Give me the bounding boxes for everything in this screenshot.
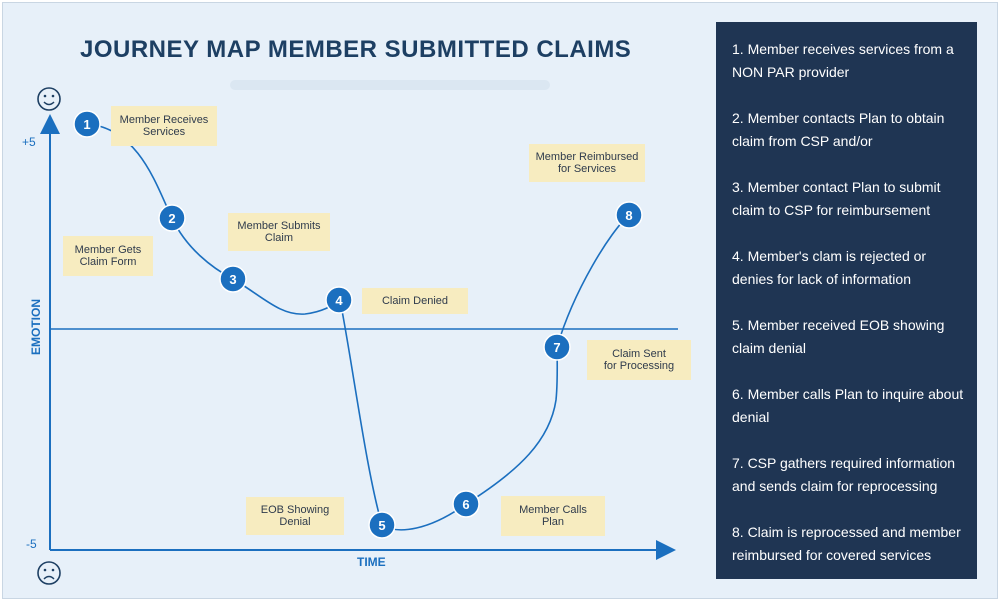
callout-member-receives-services: Member Receives Services bbox=[111, 106, 217, 146]
node-number: 7 bbox=[553, 340, 560, 355]
page-title: JOURNEY MAP MEMBER SUBMITTED CLAIMS bbox=[80, 36, 632, 63]
x-axis-title: TIME bbox=[357, 555, 386, 569]
callout-member-calls-plan: Member Calls Plan bbox=[501, 496, 605, 536]
y-min-label: -5 bbox=[26, 537, 37, 551]
step-5: 5. Member received EOB showing claim den… bbox=[732, 317, 945, 356]
node-number: 2 bbox=[168, 211, 175, 226]
step-7: 7. CSP gathers required information and … bbox=[732, 455, 956, 494]
callout-member-submits-claim: Member Submits Claim bbox=[228, 213, 330, 251]
y-max-label: +5 bbox=[22, 135, 36, 149]
node-number: 1 bbox=[83, 117, 90, 132]
node-number: 4 bbox=[335, 293, 343, 308]
blurred-subtitle-decoration bbox=[230, 80, 550, 90]
steps-panel: 1. Member receives services from a NON P… bbox=[716, 22, 977, 579]
node-number: 8 bbox=[625, 208, 632, 223]
node-number: 6 bbox=[462, 497, 469, 512]
journey-node-5: 5 bbox=[368, 511, 396, 539]
node-number: 5 bbox=[378, 518, 385, 533]
journey-curve bbox=[86, 123, 630, 531]
callout-member-reimbursed-for-services: Member Reimbursed for Services bbox=[529, 144, 645, 182]
journey-node-3: 3 bbox=[219, 265, 247, 293]
journey-node-7: 7 bbox=[543, 333, 571, 361]
step-3: 3. Member contact Plan to submit claim t… bbox=[732, 179, 941, 218]
journey-node-4: 4 bbox=[325, 286, 353, 314]
step-8: 8. Claim is reprocessed and member reimb… bbox=[732, 524, 961, 563]
step-1: 1. Member receives services from a NON P… bbox=[732, 41, 954, 80]
journey-node-6: 6 bbox=[452, 490, 480, 518]
callout-eob-showing-denial: EOB Showing Denial bbox=[246, 497, 344, 535]
step-6: 6. Member calls Plan to inquire about de… bbox=[732, 386, 964, 425]
journey-node-1: 1 bbox=[73, 110, 101, 138]
step-2: 2. Member contacts Plan to obtain claim … bbox=[732, 110, 945, 149]
callout-claim-sent-for-processing: Claim Sent for Processing bbox=[587, 340, 691, 380]
smiley-face-icon bbox=[37, 87, 61, 111]
journey-node-2: 2 bbox=[158, 204, 186, 232]
callout-member-gets-claim-form: Member Gets Claim Form bbox=[63, 236, 153, 276]
node-number: 3 bbox=[229, 272, 236, 287]
callout-claim-denied: Claim Denied bbox=[362, 288, 468, 314]
sad-face-icon bbox=[37, 561, 61, 585]
journey-node-8: 8 bbox=[615, 201, 643, 229]
y-axis-title: EMOTION bbox=[29, 299, 43, 355]
step-4: 4. Member's clam is rejected or denies f… bbox=[732, 248, 927, 287]
